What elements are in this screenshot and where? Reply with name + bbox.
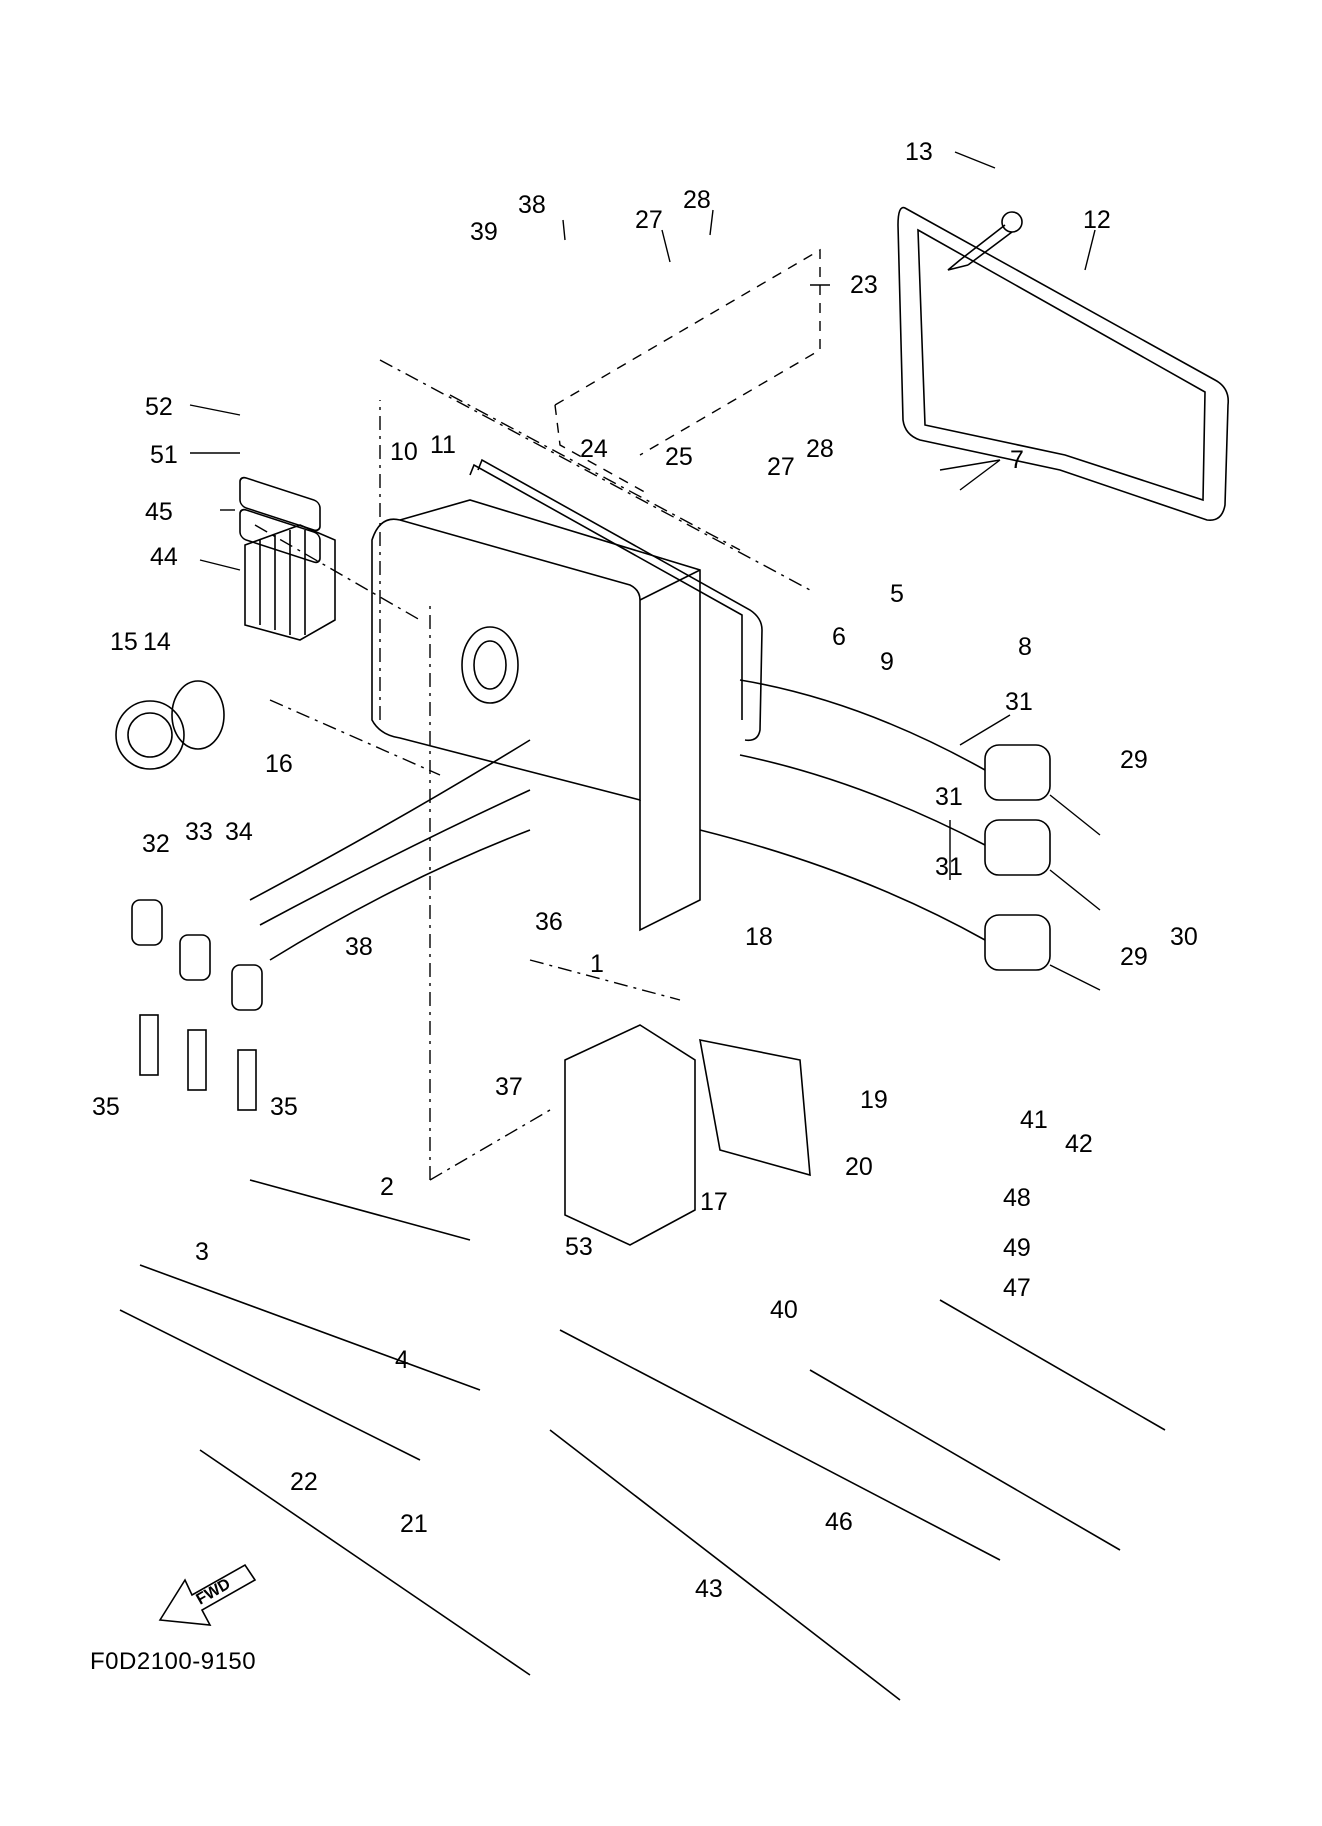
callout-51: 51 xyxy=(150,441,178,469)
callout-leaders xyxy=(189,151,1096,880)
callout-46: 45 xyxy=(145,498,173,526)
callout-35-right: 35 xyxy=(270,1093,298,1121)
callout-30: 30 xyxy=(1170,923,1198,951)
bracket-20 xyxy=(699,1038,811,1177)
callout-4: 4 xyxy=(395,1346,409,1374)
callout-5: 5 xyxy=(890,580,904,608)
high-tension-leads xyxy=(249,679,986,961)
cdi-unit-17 xyxy=(564,1024,696,1246)
callout-24: 24 xyxy=(580,435,608,463)
callout-32: 32 xyxy=(142,830,170,858)
callout-16: 16 xyxy=(265,750,293,778)
gasket-12 xyxy=(897,206,1230,522)
callout-43: 42 xyxy=(1065,1130,1093,1158)
callout-17: 17 xyxy=(700,1188,728,1216)
callout-39: 38 xyxy=(518,191,546,219)
callout-34: 34 xyxy=(225,818,253,846)
callout-6: 6 xyxy=(832,623,846,651)
spark-plugs-35 xyxy=(139,1014,257,1111)
callout-53: 53 xyxy=(565,1233,593,1261)
callout-2: 2 xyxy=(380,1173,394,1201)
callout-41: 40 xyxy=(770,1296,798,1324)
callout-48: 47 xyxy=(1003,1274,1031,1302)
callout-37: 37 xyxy=(495,1073,523,1101)
callout-26: 27 xyxy=(635,206,663,234)
callout-29-bot: 29 xyxy=(1120,943,1148,971)
bracket-group-23 xyxy=(554,248,821,496)
callout-25: 25 xyxy=(665,443,693,471)
cover-11 xyxy=(469,458,763,742)
callout-40: 39 xyxy=(470,218,498,246)
callout-49: 48 xyxy=(1003,1184,1031,1212)
callout-23: 23 xyxy=(850,271,878,299)
rectifier-45 xyxy=(244,524,336,641)
callout-3: 3 xyxy=(195,1238,209,1266)
assembly-reference-lines xyxy=(254,359,811,1181)
callout-33: 33 xyxy=(185,818,213,846)
callout-20: 20 xyxy=(845,1153,873,1181)
callout-19: 19 xyxy=(860,1086,888,1114)
callout-36: 36 xyxy=(535,908,563,936)
callout-50: 49 xyxy=(1003,1234,1031,1262)
callout-11: 11 xyxy=(430,431,456,459)
plug-caps xyxy=(131,899,263,1011)
callout-29-top: 29 xyxy=(1120,746,1148,774)
callout-21: 21 xyxy=(400,1510,428,1538)
screw-13 xyxy=(947,211,1023,271)
callout-31-bot: 31 xyxy=(935,853,963,881)
callout-44: 43 xyxy=(695,1575,723,1603)
electrical-box-10 xyxy=(371,499,701,932)
callout-7: 7 xyxy=(1010,446,1024,474)
callout-12: 12 xyxy=(1083,206,1111,234)
callout-1: 1 xyxy=(590,950,604,978)
callout-10: 10 xyxy=(390,438,418,466)
callout-52: 52 xyxy=(145,393,173,421)
labels-51-52 xyxy=(239,476,321,564)
callout-47: 46 xyxy=(825,1508,853,1536)
callout-22: 22 xyxy=(290,1468,318,1496)
callout-8: 8 xyxy=(1018,633,1032,661)
callout-31-top: 31 xyxy=(1005,688,1033,716)
ignition-coils-29 xyxy=(984,744,1101,991)
callout-18: 18 xyxy=(745,923,773,951)
callout-28-mid: 28 xyxy=(806,435,834,463)
wire-harnesses xyxy=(119,1179,1166,1701)
callout-14: 14 xyxy=(143,628,171,656)
callout-28-top: 28 xyxy=(683,186,711,214)
callout-9: 9 xyxy=(880,648,894,676)
callout-13: 13 xyxy=(905,138,933,166)
callout-31-mid: 31 xyxy=(935,783,963,811)
callout-45: 44 xyxy=(150,543,178,571)
callout-42: 41 xyxy=(1020,1106,1048,1134)
cap-15 xyxy=(115,680,225,770)
callout-27: 27 xyxy=(767,453,795,481)
fwd-arrow-icon: FWD xyxy=(158,1563,257,1626)
callout-15: 15 xyxy=(110,628,138,656)
diagram-code: F0D2100-9150 xyxy=(90,1648,257,1675)
callout-38: 38 xyxy=(345,933,373,961)
callout-35-left: 35 xyxy=(92,1093,120,1121)
